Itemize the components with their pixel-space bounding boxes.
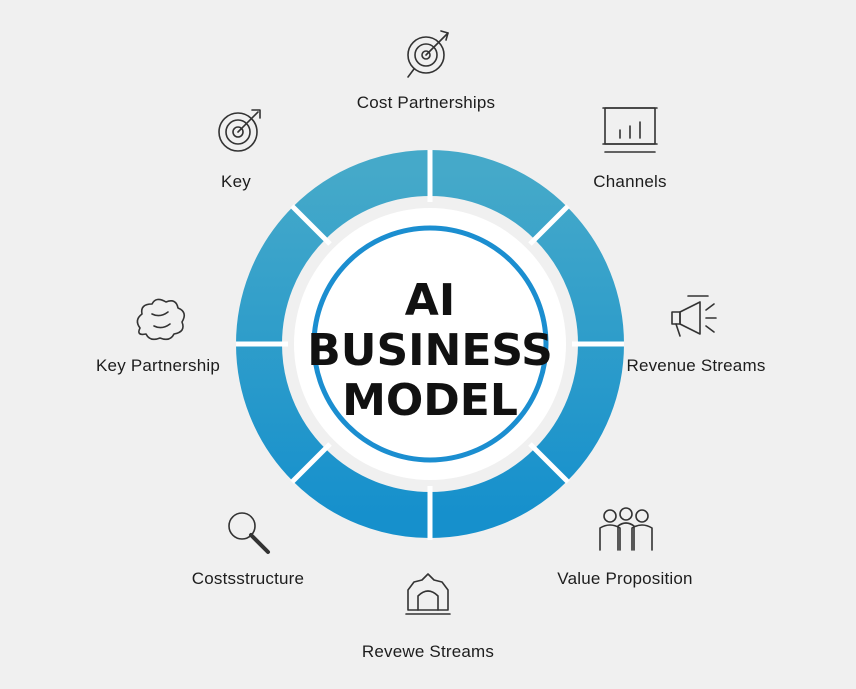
- target-arrow-icon: [407, 30, 449, 78]
- node-label-key: Key: [221, 172, 251, 191]
- magnifier-icon: [228, 512, 270, 554]
- node-label-cost-partnerships: Cost Partnerships: [356, 93, 496, 112]
- bar-chart-board-icon: [602, 107, 658, 153]
- node-label-channels: Channels: [593, 172, 667, 191]
- center-title-line2: BUSINESS: [307, 325, 553, 376]
- target-icon: [218, 109, 261, 152]
- node-label-cost-structure: Costsstructure: [191, 569, 305, 588]
- node-label-value-proposition: Value Proposition: [557, 569, 693, 588]
- brain-cloud-icon: [136, 298, 186, 341]
- node-label-revewe-streams: Revewe Streams: [361, 642, 495, 661]
- node-label-revenue-streams: Revenue Streams: [626, 356, 766, 375]
- node-label-key-partnership: Key Partnership: [96, 356, 220, 375]
- gear-head-icon: [405, 573, 451, 615]
- outer-ring: [236, 150, 624, 540]
- inner-ring: [311, 225, 549, 463]
- center-title-line3: MODEL: [342, 375, 518, 426]
- people-group-icon: [599, 507, 653, 551]
- megaphone-icon: [671, 295, 717, 337]
- center-title-line1: AI: [405, 275, 455, 326]
- ring-dividers: [236, 150, 624, 540]
